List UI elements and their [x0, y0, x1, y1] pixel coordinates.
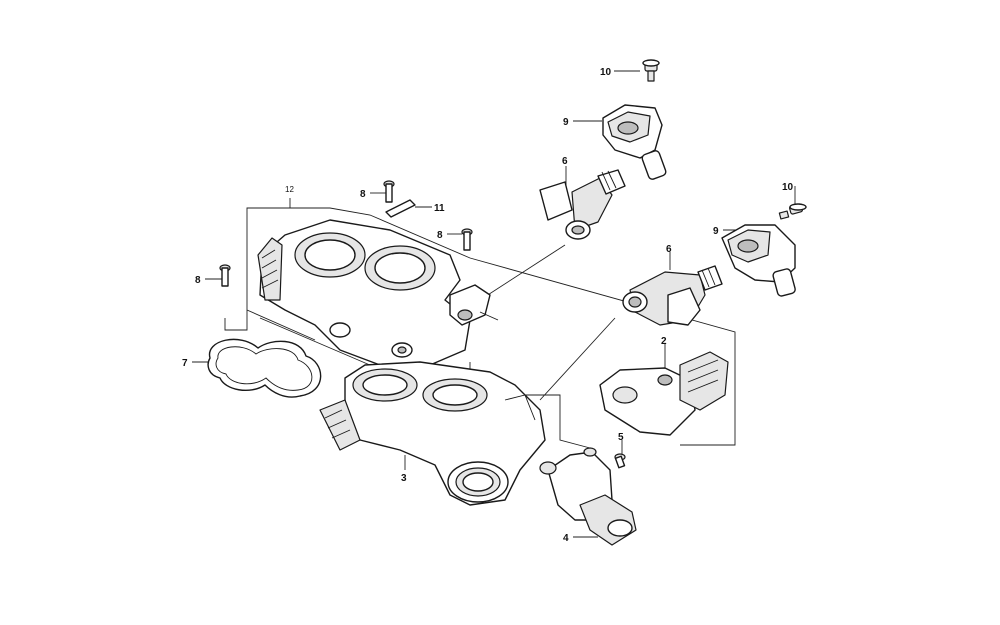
intake-manifold-3 [319, 361, 546, 506]
callout-6-lower: 6 [666, 244, 672, 255]
sensor-2 [599, 351, 729, 436]
callout-3: 3 [401, 473, 407, 484]
callout-labels: 10 9 6 12 8 11 8 8 10 9 6 2 5 7 3 4 [182, 67, 794, 544]
pin-11 [385, 199, 416, 218]
gasket-7 [207, 338, 322, 398]
callout-8-a: 8 [360, 189, 366, 200]
screw-8-c [219, 264, 231, 287]
screw-5 [614, 453, 626, 469]
sensor-9-upper [602, 104, 667, 180]
callout-7: 7 [182, 358, 188, 369]
screw-10-upper [642, 59, 660, 82]
callout-10-upper: 10 [600, 67, 612, 78]
callout-4: 4 [563, 533, 569, 544]
injector-6-lower [622, 265, 723, 326]
callout-6-upper: 6 [562, 156, 568, 167]
screw-8-b [461, 228, 473, 251]
callout-11: 11 [434, 203, 445, 214]
callout-5: 5 [618, 432, 624, 443]
callout-9-upper: 9 [563, 117, 569, 128]
callout-2: 2 [661, 336, 667, 347]
screw-8-a [383, 180, 395, 203]
callout-10-right: 10 [782, 182, 794, 193]
throttle-body-12 [257, 219, 499, 366]
leader-lines [192, 70, 796, 538]
callout-8-c: 8 [195, 275, 201, 286]
injector-6-upper [539, 169, 626, 240]
callout-8-b: 8 [437, 230, 443, 241]
screw-10-right [778, 203, 807, 220]
sensor-4 [539, 447, 637, 546]
callout-9-right: 9 [713, 226, 719, 237]
callout-12: 12 [285, 185, 294, 194]
sensor-9-right [721, 224, 796, 297]
